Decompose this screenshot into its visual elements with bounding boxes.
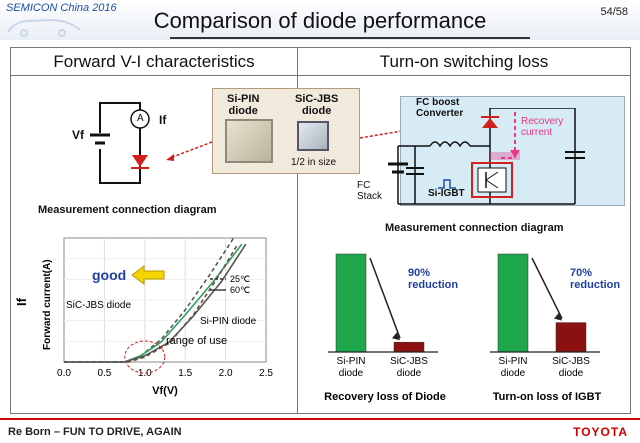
vi-measurement-circuit xyxy=(90,102,150,184)
series-line xyxy=(64,243,247,363)
boost-converter-circuit xyxy=(388,108,585,205)
si-pin-chip-label: Si-PIN diode xyxy=(227,93,260,117)
legend-label: 60℃ xyxy=(230,285,250,295)
x-tick-label: 0.5 xyxy=(97,368,111,379)
car-outline-icon xyxy=(7,18,81,37)
ammeter-label: A xyxy=(137,113,144,124)
fc-stack-label: FC Stack xyxy=(357,180,383,202)
x-tick-label: 2.5 xyxy=(259,368,273,379)
x-tick-label: 2.0 xyxy=(219,368,233,379)
chip-comparison: Si-PIN diode SiC-JBS diode 1/2 in size xyxy=(212,88,360,174)
reduction-annotation: 70%reduction xyxy=(570,267,620,291)
series-line xyxy=(64,237,235,363)
header-bar xyxy=(0,0,640,40)
recovery-diode-symbol xyxy=(482,118,498,128)
bar xyxy=(555,322,587,353)
x-tick-label: 1.5 xyxy=(178,368,192,379)
reduction-annotation: 90%reduction xyxy=(408,267,458,291)
footer: Re Born – FUN TO DRIVE, AGAIN TOYOTA xyxy=(0,418,640,443)
gate-pulse-icon xyxy=(438,179,456,189)
reduction-arrow xyxy=(531,257,563,319)
x-axis-label: Vf(V) xyxy=(152,385,178,397)
if-label: If xyxy=(159,113,167,127)
series-line xyxy=(64,243,239,363)
conference-label: SEMICON China 2016 xyxy=(6,2,117,14)
sic-jbs-chip-label: SiC-JBS diode xyxy=(295,93,339,117)
switching-loss-heading: Turn-on switching loss xyxy=(298,48,630,76)
forward-vi-heading: Forward V-I characteristics xyxy=(11,48,297,76)
page-number: 54/58 xyxy=(600,6,628,18)
left-circuit-caption: Measurement connection diagram xyxy=(38,204,217,216)
legend-label: 25℃ xyxy=(230,274,250,284)
reduction-arrow xyxy=(369,257,401,339)
x-tick-label: 0.0 xyxy=(57,368,71,379)
right-circuit-caption: Measurement connection diagram xyxy=(385,222,564,234)
sic-jbs-chip-image xyxy=(297,121,329,151)
y-axis-symbol: If xyxy=(14,297,29,306)
si-pin-chip-image xyxy=(225,119,273,163)
diode-symbol xyxy=(132,155,148,167)
good-annotation: good xyxy=(92,267,126,283)
recovery-current-label: Recovery current xyxy=(521,116,564,138)
si-pin-annotation: Si-PIN diode xyxy=(200,316,257,327)
sic-jbs-annotation: SiC-JBS diode xyxy=(66,300,131,311)
title-underline xyxy=(170,37,530,39)
bar-chart-title: Turn-on loss of IGBT xyxy=(493,391,602,403)
page-title: Comparison of diode performance xyxy=(153,8,487,33)
bar xyxy=(393,341,425,353)
y-axis-label: Forward current(A) xyxy=(42,259,53,350)
inductor-symbol xyxy=(429,141,471,148)
range-of-use-annotation: range of use xyxy=(166,335,227,347)
bar-chart-title: Recovery loss of Diode xyxy=(324,391,446,403)
converter-label: FC boost Converter xyxy=(416,97,464,119)
bar xyxy=(335,253,367,353)
toyota-logo: TOYOTA xyxy=(573,425,628,439)
vf-label: Vf xyxy=(72,128,84,142)
range-of-use-marker xyxy=(124,340,166,374)
chip-size-note: 1/2 in size xyxy=(291,157,337,168)
footer-tagline: Re Born – FUN TO DRIVE, AGAIN xyxy=(8,426,182,438)
igbt-icon xyxy=(477,167,507,193)
arrowhead-icon xyxy=(554,312,562,321)
igbt-box xyxy=(471,162,513,198)
igbt-label: Si-IGBT xyxy=(428,188,465,199)
arrowhead-icon xyxy=(392,332,400,341)
bar xyxy=(497,253,529,353)
good-arrow-icon xyxy=(131,265,165,285)
ammeter-icon xyxy=(130,109,150,129)
